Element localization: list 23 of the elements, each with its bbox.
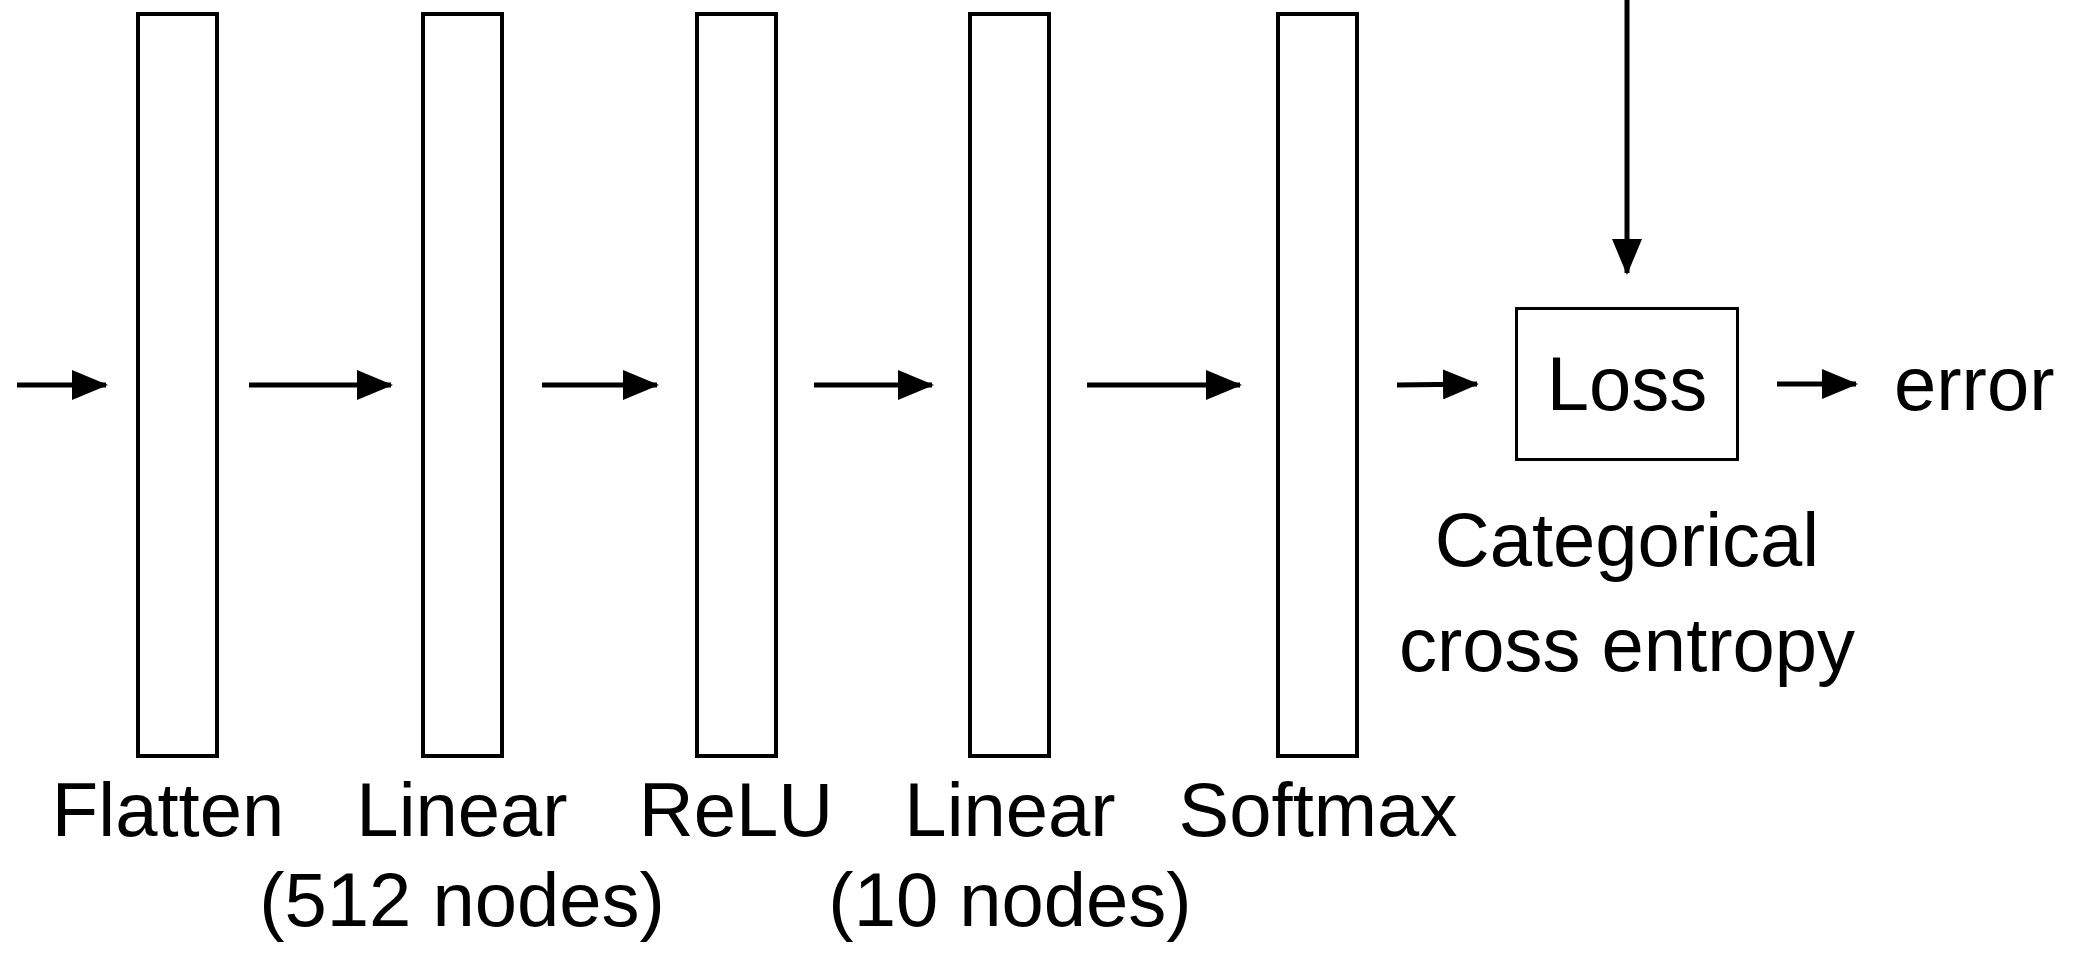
layer-label: Linear [356, 766, 568, 854]
layer-label: (10 nodes) [828, 856, 1192, 944]
arrow [1087, 370, 1242, 400]
layer-label: Flatten [51, 766, 285, 854]
loss-box: Loss [1515, 307, 1739, 461]
arrow [249, 370, 393, 400]
layer-bar [695, 12, 778, 758]
arrow [814, 370, 934, 400]
layer-label: ReLU [638, 766, 834, 854]
arrow [542, 370, 659, 400]
layer-bar [421, 12, 504, 758]
arrow [1396, 369, 1479, 400]
layer-bar [968, 12, 1051, 758]
arrow [17, 370, 108, 400]
arrow [1612, 0, 1642, 275]
layer-bar [136, 12, 219, 758]
layer-label: Categorical cross entropy [1397, 496, 1857, 689]
layer-label: Linear [904, 766, 1116, 854]
layer-label: (512 nodes) [259, 856, 665, 944]
layer-bar [1276, 12, 1359, 758]
output-label: error [1894, 346, 2055, 422]
layer-label: Softmax [1178, 766, 1458, 854]
arrow [1777, 369, 1858, 399]
